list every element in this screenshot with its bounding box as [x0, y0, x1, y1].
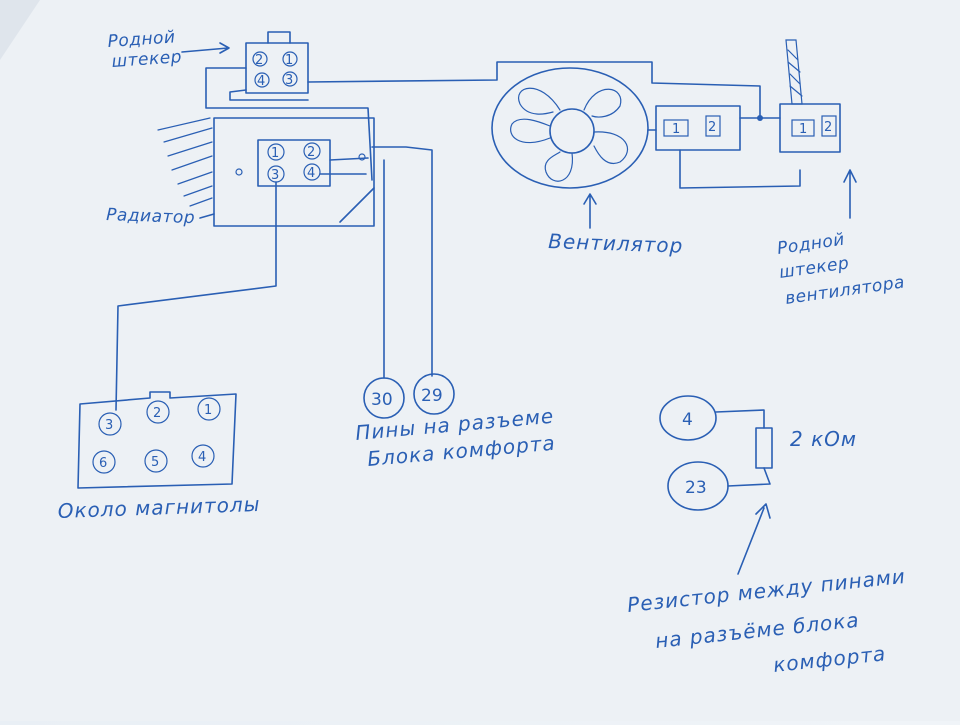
ecu-pin-30: 30: [371, 390, 393, 410]
pin-box: [791, 119, 815, 137]
fan-shroud: [491, 67, 649, 189]
pin-box: [663, 119, 689, 137]
pin-block: [257, 139, 331, 187]
wire: [679, 149, 801, 189]
wire-to-ecu-29: [371, 146, 433, 377]
arrow-head: [219, 42, 230, 54]
arrow-line: [199, 213, 215, 219]
wire: [205, 67, 373, 181]
native-connector-top: Родной штекер 2 1 4 3: [107, 27, 761, 181]
radiator-fins: [157, 117, 213, 207]
pin-label: 1: [285, 53, 293, 68]
fan: 1 2 Вентилятор: [491, 67, 801, 258]
pin-circle-30: [363, 377, 405, 419]
connector-housing: [213, 117, 375, 227]
wire: [307, 61, 761, 119]
wire: [229, 89, 309, 101]
pin-circle: [98, 412, 122, 436]
pin-circle: [267, 143, 285, 161]
connector-body: [77, 391, 237, 489]
pin-circle-4: [659, 395, 717, 441]
connector-body: [779, 103, 841, 153]
pin-circle: [303, 142, 321, 160]
wire: [715, 409, 765, 429]
pin-circle: [252, 51, 268, 67]
fan-connector: [655, 105, 741, 151]
pin-label: 5: [151, 455, 159, 470]
resistor-pin-4: 4: [682, 410, 693, 430]
pin-circle: [282, 51, 298, 67]
pin-box: [821, 115, 837, 137]
pin-label: 4: [307, 166, 315, 181]
fan-blade: [518, 87, 561, 115]
pin-label: 2: [153, 406, 161, 421]
fan-blade: [593, 131, 629, 164]
pin-circle: [144, 449, 168, 473]
pin-label: 4: [198, 450, 206, 465]
pin-label: 1: [672, 122, 680, 137]
radiator: Радиатор: [106, 117, 215, 228]
pin-circle: [92, 450, 116, 474]
wire: [727, 467, 771, 487]
resistor-value: 2 кОм: [790, 427, 857, 451]
pin-label: 1: [799, 122, 807, 137]
pin-label: 2: [824, 120, 832, 135]
pin-circle: [146, 400, 170, 424]
pin-label: 1: [204, 403, 212, 418]
radiator-connector: 1 2 3 4: [115, 117, 433, 411]
native-connector-label-line2: штекер: [111, 47, 183, 72]
arrow: [843, 169, 857, 219]
resistor-pin-23: 23: [685, 478, 707, 498]
arrow: [583, 193, 597, 229]
pin-circle: [197, 397, 221, 421]
fan-blade: [583, 88, 622, 118]
pin-label: 3: [105, 418, 113, 433]
pin-box: [705, 115, 721, 137]
pin-label: 3: [271, 168, 279, 183]
connector-latch: [267, 31, 291, 44]
fan-blade: [510, 118, 551, 144]
pin-label: 4: [257, 74, 265, 89]
paper-corner-shadow: [0, 0, 40, 60]
pin-label: 1: [271, 146, 279, 161]
pin-label: 3: [285, 73, 293, 88]
arrow-line: [181, 47, 229, 53]
pin-label: 2: [307, 145, 315, 160]
fan-label: Вентилятор: [548, 229, 684, 258]
pin-circle-29: [413, 373, 455, 415]
pin-label: 2: [255, 53, 263, 68]
native-connector-label-line1: Родной: [107, 27, 176, 52]
wire-to-radio: [115, 181, 277, 411]
arrow: [737, 503, 771, 575]
connector-edge: [329, 157, 375, 223]
fan-blade: [544, 151, 573, 182]
pin-circle: [254, 72, 270, 88]
pin-circle: [191, 444, 215, 468]
mount-hole: [235, 168, 243, 176]
mount-hole: [358, 153, 366, 161]
junction-dot: [757, 115, 763, 121]
pin-label: 2: [708, 120, 716, 135]
pin-label: 6: [99, 456, 107, 471]
ecu-pin-29: 29: [421, 386, 443, 406]
cable-braid: [787, 49, 803, 97]
pin-circle: [282, 71, 298, 87]
radiator-label: Радиатор: [106, 205, 196, 228]
pin-circle: [303, 163, 321, 181]
